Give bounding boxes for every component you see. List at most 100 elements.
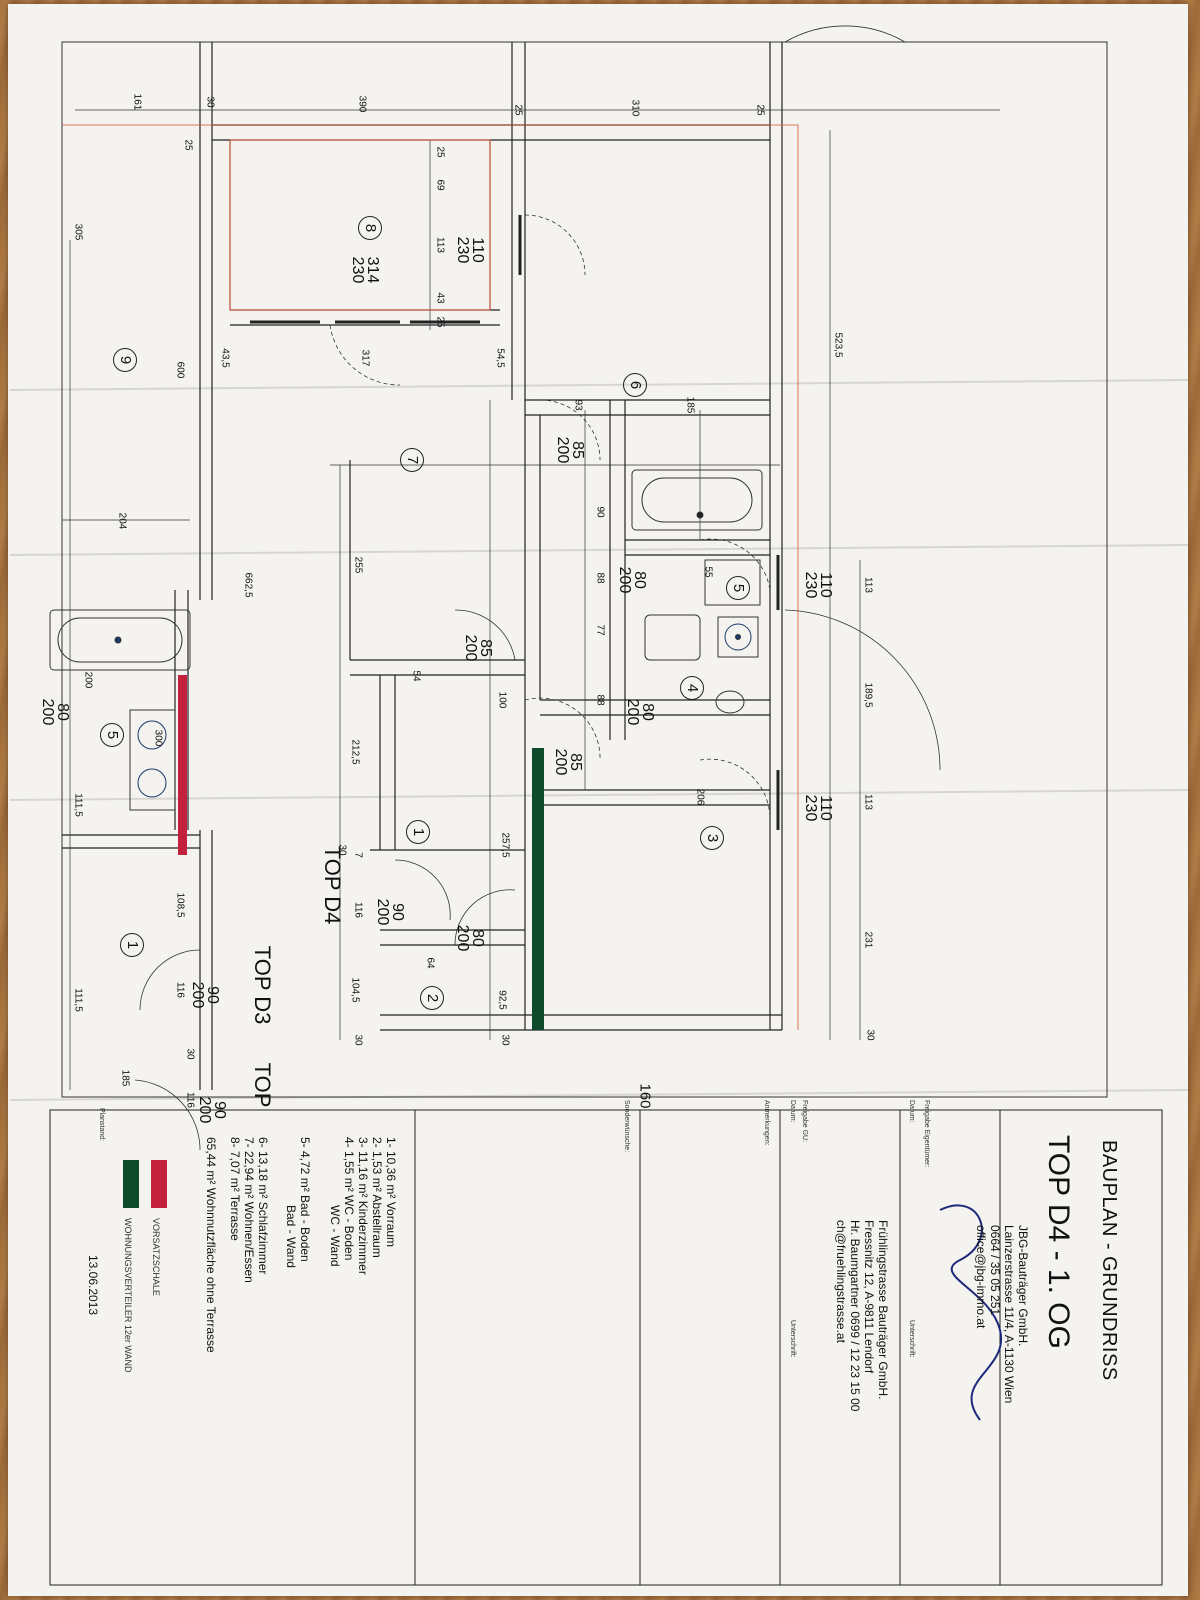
- plan-title: BAUPLAN - GRUNDRISS: [1098, 1140, 1120, 1381]
- dimension-label: 116: [174, 982, 186, 998]
- dimension-label: 161: [131, 93, 143, 111]
- dimension-label: 43,5: [219, 348, 231, 368]
- plan-date: 13.06.2013: [86, 1255, 100, 1316]
- dimension-label: 200: [82, 671, 94, 689]
- dimension-label: 25: [754, 104, 766, 116]
- dimension-label: 160: [636, 1083, 654, 1109]
- dimension-label: 25: [512, 104, 524, 116]
- dimension-label: 111,5: [72, 793, 84, 817]
- dimension-label: 100: [496, 691, 508, 709]
- dimension-label: 55: [702, 566, 714, 578]
- dimension-label: 43: [434, 292, 446, 304]
- room-marker-7: 7: [400, 448, 424, 472]
- dimension-label: 111,5: [72, 988, 84, 1012]
- dimension-label: 30: [204, 96, 216, 108]
- room-marker-2: 2: [420, 986, 444, 1010]
- label-anmerkungen: Anmerkungen:: [763, 1100, 770, 1146]
- builder-email: office@jbg-immo.at: [974, 1225, 988, 1329]
- dimension-label: 116: [352, 902, 364, 918]
- signature-scribble: [939, 1204, 1003, 1421]
- area-item: 6- 13,18 m² Schlafzimmer: [256, 1137, 270, 1275]
- area-item: 5- 4,72 m² Bad - Boden: [298, 1137, 312, 1262]
- label-datum-1: Datum:: [908, 1100, 915, 1123]
- legend-swatch-green: [123, 1160, 139, 1208]
- area-item: 1- 10,36 m² Vorraum: [384, 1137, 398, 1248]
- area-item: 2- 1,53 m² Abstellraum: [370, 1137, 384, 1258]
- facing-shell-red: [178, 675, 187, 855]
- dimension-label: 30: [864, 1029, 876, 1041]
- dimension-label: 113: [862, 794, 874, 810]
- door-size: 80 200: [454, 924, 486, 952]
- developer-name: Frühlingstrasse Bauträger GmbH.: [876, 1220, 890, 1400]
- dimension-label: 113: [862, 577, 874, 593]
- dimension-label: 54,5: [494, 348, 506, 368]
- area-item: 3- 11,16 m² Kinderzimmer: [356, 1137, 370, 1275]
- dimension-label: 523,5: [832, 332, 844, 358]
- dimension-label: 390: [356, 95, 368, 113]
- unit-label-d3: TOP D3: [250, 945, 275, 1025]
- door-size: 110 230: [454, 236, 486, 264]
- dimension-label: 25: [434, 316, 446, 328]
- dimension-label: 212,5: [349, 739, 361, 765]
- unit-label-d4: TOP D4: [320, 845, 345, 925]
- dimension-label: 204: [116, 512, 128, 530]
- door-size: 314 230: [349, 256, 381, 284]
- dimension-label: 116: [184, 1092, 196, 1108]
- developer-email: ch@fruehlingstrasse.at: [834, 1220, 848, 1343]
- room-marker-9: 9: [113, 348, 137, 372]
- dimension-label: 30: [336, 844, 348, 856]
- dimension-label: 300: [152, 729, 164, 747]
- label-sonderwuensche: Sonderwünsche:: [623, 1100, 630, 1153]
- dimension-label: 662,5: [242, 572, 254, 598]
- room-marker-1-neighbor: 1: [120, 933, 144, 957]
- room-marker-8: 8: [358, 216, 382, 240]
- label-unterschrift-1: Unterschrift:: [908, 1320, 915, 1358]
- area-total: 65,44 m² Wohnnutzfläche ohne Terrasse: [204, 1137, 218, 1353]
- room-marker-3: 3: [700, 826, 724, 850]
- dimension-label: 257,5: [499, 832, 511, 858]
- door-size: 90 200: [374, 898, 406, 926]
- dimension-label: 113: [434, 237, 446, 253]
- builder-phone: 0664 / 35 05 251: [988, 1225, 1002, 1316]
- legend-swatch-red: [151, 1160, 167, 1208]
- door-size: 90 200: [189, 981, 221, 1009]
- dimension-label: 88: [594, 694, 606, 706]
- area-item: 7- 22,94 m² Wohnen/Essen: [242, 1137, 256, 1283]
- dimension-label: 90: [594, 506, 606, 518]
- room-marker-5: 5: [726, 576, 750, 600]
- dimension-label: 93: [572, 399, 584, 411]
- label-datum-2: Datum:: [789, 1100, 796, 1123]
- distribution-wall-green: [532, 748, 544, 1030]
- door-size: 85 200: [554, 436, 586, 464]
- area-item: WC - Wand: [328, 1205, 342, 1267]
- dimension-label: 231: [862, 931, 874, 949]
- area-item: 8- 7,07 m² Terrasse: [228, 1137, 242, 1241]
- dimension-label: 54: [410, 670, 422, 682]
- developer-address: Fressnitz 12, A-9811 Lendorf: [862, 1220, 876, 1374]
- legend-label-red: VORSATZSCHALE: [151, 1218, 161, 1296]
- dimension-label: 88: [594, 572, 606, 584]
- door-size: 85 200: [552, 748, 584, 776]
- dimension-label: 206: [694, 788, 706, 806]
- dimension-label: 600: [174, 361, 186, 379]
- room-marker-1: 1: [406, 820, 430, 844]
- dimension-label: 25: [434, 146, 446, 158]
- door-size: 85 200: [462, 634, 494, 662]
- dimension-label: 189,5: [862, 682, 874, 708]
- area-item: Bad - Wand: [284, 1205, 298, 1268]
- label-planstand: Planstand:: [98, 1108, 105, 1142]
- plan-subtitle: TOP D4 - 1. OG: [1042, 1135, 1075, 1349]
- area-item: 4- 1,55 m² WC - Boden: [342, 1137, 356, 1261]
- room-marker-4: 4: [680, 676, 704, 700]
- builder-address: Lainzerstrasse 11/4, A-1130 Wien: [1002, 1225, 1016, 1404]
- label-freigabe-gu: Freigabe GU:: [801, 1100, 808, 1143]
- door-size: 90 200: [196, 1096, 228, 1124]
- builder-name: JBG-Bauträger GmbH.: [1016, 1225, 1030, 1347]
- dimension-label: 310: [629, 99, 641, 117]
- label-unterschrift-2: Unterschrift:: [789, 1320, 796, 1358]
- dimension-label: 64: [424, 957, 436, 969]
- dimension-label: 30: [184, 1048, 196, 1060]
- dimension-label: 185: [684, 396, 696, 414]
- dimension-label: 104,5: [349, 977, 361, 1003]
